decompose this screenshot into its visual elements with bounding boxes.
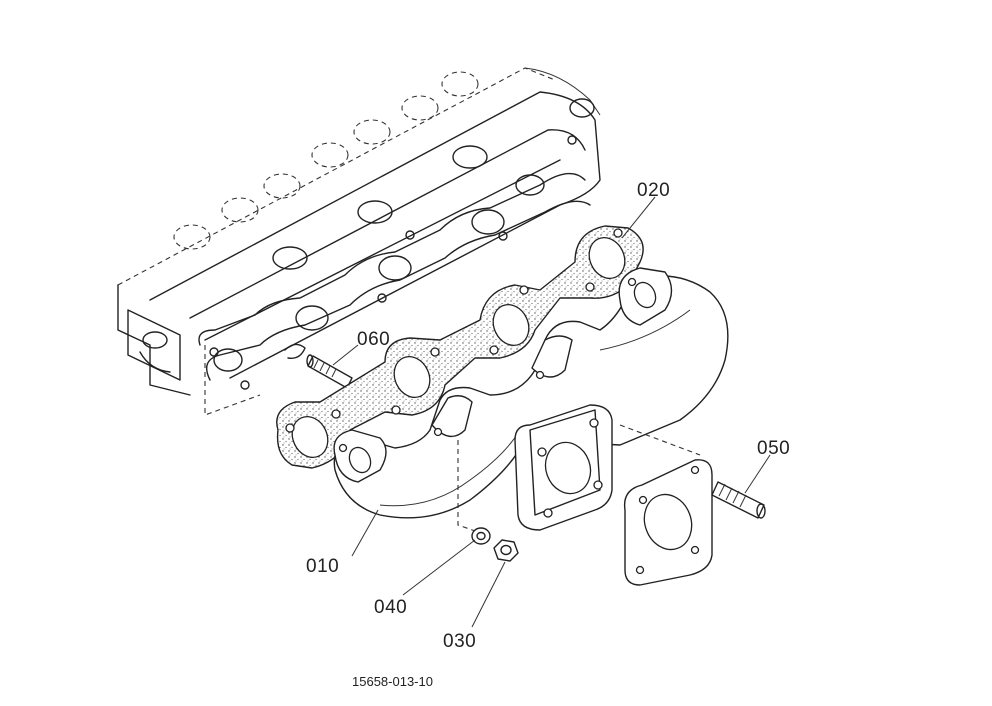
callout-010: 010 [306,556,339,577]
exhaust-manifold-010 [333,267,729,531]
drawing-code: 15658-013-10 [352,674,433,689]
outlet-gasket [619,424,713,586]
stud-050 [711,481,766,519]
stud-060 [306,354,353,389]
washer-040 [471,527,491,545]
nut-030 [493,539,519,562]
leader-lines [332,196,771,628]
cylinder-head [117,67,601,416]
callout-020: 020 [637,180,670,201]
callout-060: 060 [357,329,390,350]
gasket-020 [276,225,644,469]
fastener-center-line [457,440,479,533]
callout-050: 050 [757,438,790,459]
callout-030: 030 [443,631,476,652]
callout-040: 040 [374,597,407,618]
